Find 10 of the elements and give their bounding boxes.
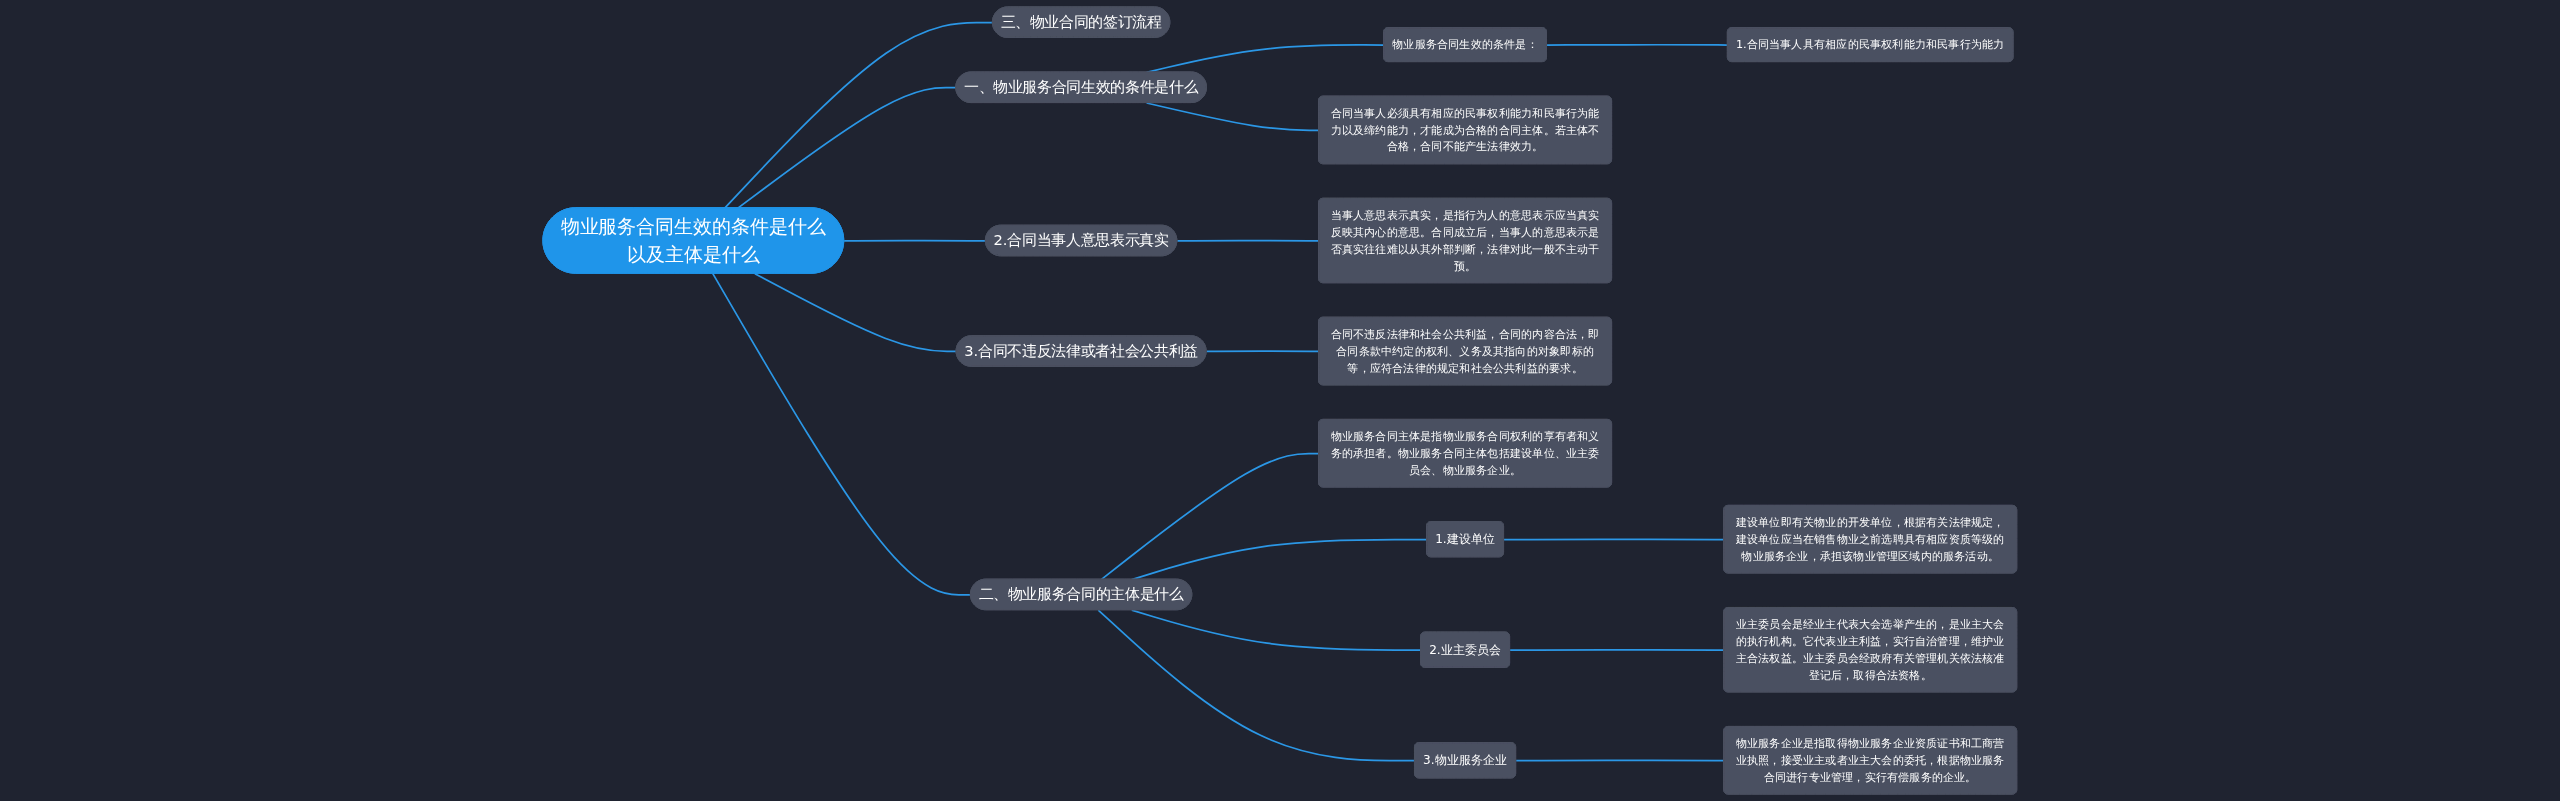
connector	[1131, 609, 1422, 651]
connector	[1100, 452, 1320, 581]
connector	[754, 272, 958, 353]
connector	[1205, 350, 1320, 353]
connector	[1176, 239, 1320, 242]
connector	[1145, 102, 1320, 132]
connector	[1546, 43, 1729, 46]
connector	[1097, 609, 1416, 762]
connector	[712, 272, 972, 596]
connector	[843, 239, 987, 242]
